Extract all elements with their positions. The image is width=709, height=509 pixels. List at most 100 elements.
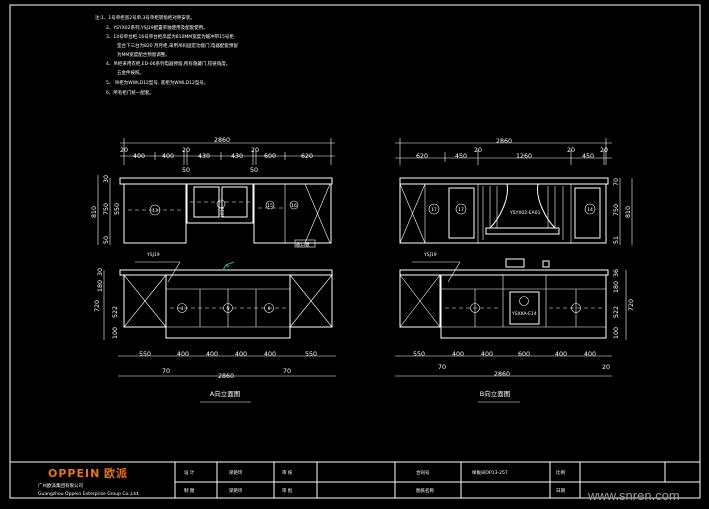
drawing-frame — [9, 4, 701, 499]
cabinet-label: 17 — [431, 207, 437, 213]
cabinet-label: 5 — [227, 306, 230, 312]
dim: 600 — [264, 153, 276, 160]
dim: 100 — [112, 327, 119, 339]
date-label: 日期 — [556, 488, 565, 494]
elevation-b-title: B向立面图 — [480, 389, 510, 398]
dim: 550 — [413, 351, 425, 358]
dim: 70 — [613, 178, 620, 186]
dim: 450 — [455, 153, 467, 160]
dim: 550 — [139, 351, 151, 358]
cabinet-label: 6 — [268, 306, 271, 312]
notes: 注:1、1号单柜宽2号单,3号单柜转角柜对称安装。 2、YSYX02系列,YSJ… — [95, 14, 238, 96]
cabinet-label: 15 — [267, 203, 273, 209]
dim: 720 — [94, 300, 101, 312]
dim: 450 — [582, 153, 594, 160]
dim: 400 — [235, 351, 247, 358]
dim: 720 — [628, 299, 635, 311]
dim: 620 — [301, 153, 313, 160]
dim: 180 — [613, 281, 620, 293]
note-3b: 室台下三台为820 月月柜,采用吊码固定功能门,电器配套预留 — [117, 42, 238, 49]
callout-label: YSJ19 — [423, 252, 437, 258]
dim: 100 — [613, 327, 620, 339]
watermark: www.snren.com — [587, 488, 680, 503]
cabinet-label: 1030 — [220, 206, 226, 218]
note-2: 2、YSYX02系列,YSJ19配置单独使用及配套使用。 — [106, 24, 208, 31]
dim: 400 — [264, 351, 276, 358]
cabinet-label: 14 — [587, 207, 593, 213]
scale-label: 比例 — [556, 469, 565, 476]
design-label: 设 计 — [184, 469, 195, 476]
dim: 180 — [97, 280, 104, 292]
dim: 30 — [97, 268, 104, 276]
dim: 430 — [231, 153, 243, 160]
designer-name: 梁艳玲 — [229, 469, 243, 476]
dim: 50 — [182, 167, 190, 174]
dim-overall-top: 2860 — [496, 138, 512, 145]
kettle-icon — [542, 260, 550, 268]
dim: 50 — [103, 236, 110, 244]
cabinet-label: 16 — [291, 203, 297, 209]
dim-overall-bottom: 2860 — [218, 373, 234, 380]
dim: 522 — [112, 306, 119, 318]
note-4b: 五金件按照。 — [117, 69, 144, 76]
cabinet-label: 4 — [181, 306, 184, 312]
dim: 30 — [103, 175, 110, 183]
approve-label: 审 批 — [282, 487, 293, 494]
dim: 20 — [251, 147, 259, 154]
contract-number: 样板间OP13-257 — [472, 469, 508, 476]
dim: 70 — [438, 364, 446, 371]
company-name-en: Guangzhou Oppein Enterprise Group Co.,Lt… — [38, 491, 140, 497]
title-block: OPPEIN 欧派 广州欧派集团有限公司 Guangzhou Oppein En… — [9, 461, 701, 499]
dim: 20 — [600, 147, 608, 154]
dim: 400 — [133, 153, 145, 160]
company-name-cn: 广州欧派集团有限公司 — [38, 482, 83, 489]
cabinet-label: 13 — [152, 208, 158, 214]
dim: 20 — [567, 147, 575, 154]
draw-label: 制 图 — [184, 487, 195, 494]
note-4: 4、吊柜采用衣柜,ED-06系列电器预留,所有隐藏门,铰链角度。 — [106, 60, 230, 67]
dim: 400 — [555, 351, 567, 358]
dim: 20 — [602, 364, 610, 371]
callout-label: YSJ19 — [146, 252, 160, 258]
dim: 36 — [613, 269, 620, 277]
note-3: 3、14号单台柜,16号单台柜高度为810MM宽度为缓冲带15号柜 — [106, 33, 234, 40]
dim: 20 — [474, 147, 482, 154]
dim: 20 — [120, 147, 128, 154]
dim-overall-top: 2860 — [214, 137, 230, 144]
note-3c: 为MM宽度配合预留调整。 — [117, 51, 170, 58]
filler-panel-label: 收口板 — [296, 241, 310, 248]
dim: 400 — [162, 153, 174, 160]
dim: 550 — [305, 351, 317, 358]
brand-logo-cn: 欧派 — [104, 466, 128, 480]
review-label: 审 核 — [282, 469, 293, 476]
dim: 20 — [182, 147, 190, 154]
dim: 1260 — [516, 153, 532, 160]
elevation-b: 2860 620 450 20 1260 20 450 20 YSYX02-EA… — [395, 138, 635, 403]
dim: 810 — [625, 206, 632, 218]
dim: 51 — [613, 236, 620, 244]
dim-overall-bottom: 2860 — [494, 371, 510, 378]
dim: 70 — [283, 368, 291, 375]
drawing-name-label: 图纸名称 — [416, 487, 434, 494]
dim: 750 — [103, 203, 110, 215]
dim: 400 — [584, 351, 596, 358]
drafter-name: 梁艳玲 — [229, 487, 243, 494]
dim: 550 — [114, 203, 121, 215]
oven-label: YSXKA-E14 — [511, 311, 537, 317]
brand-logo: OPPEIN — [48, 467, 100, 480]
contract-label: 合同号 — [416, 469, 430, 476]
dim: 600 — [518, 351, 530, 358]
dim: 400 — [481, 351, 493, 358]
note-5: 5、 吊柜为WWLD12型号, 底柜为WWLD12型号。 — [106, 79, 208, 86]
note-6: 6、所有柜门统一配套。 — [106, 89, 154, 96]
dim: 70 — [162, 368, 170, 375]
elevation-a: 2860 20 400 400 20 430 430 20 600 620 50… — [91, 137, 336, 403]
cabinet-label: 17 — [458, 207, 464, 213]
dim: 400 — [452, 351, 464, 358]
faucet-icon — [222, 261, 235, 271]
dim: 810 — [91, 206, 98, 218]
dim: 430 — [198, 153, 210, 160]
note-1: 注:1、1号单柜宽2号单,3号单柜转角柜对称安装。 — [95, 14, 195, 21]
dim: 750 — [613, 204, 620, 216]
